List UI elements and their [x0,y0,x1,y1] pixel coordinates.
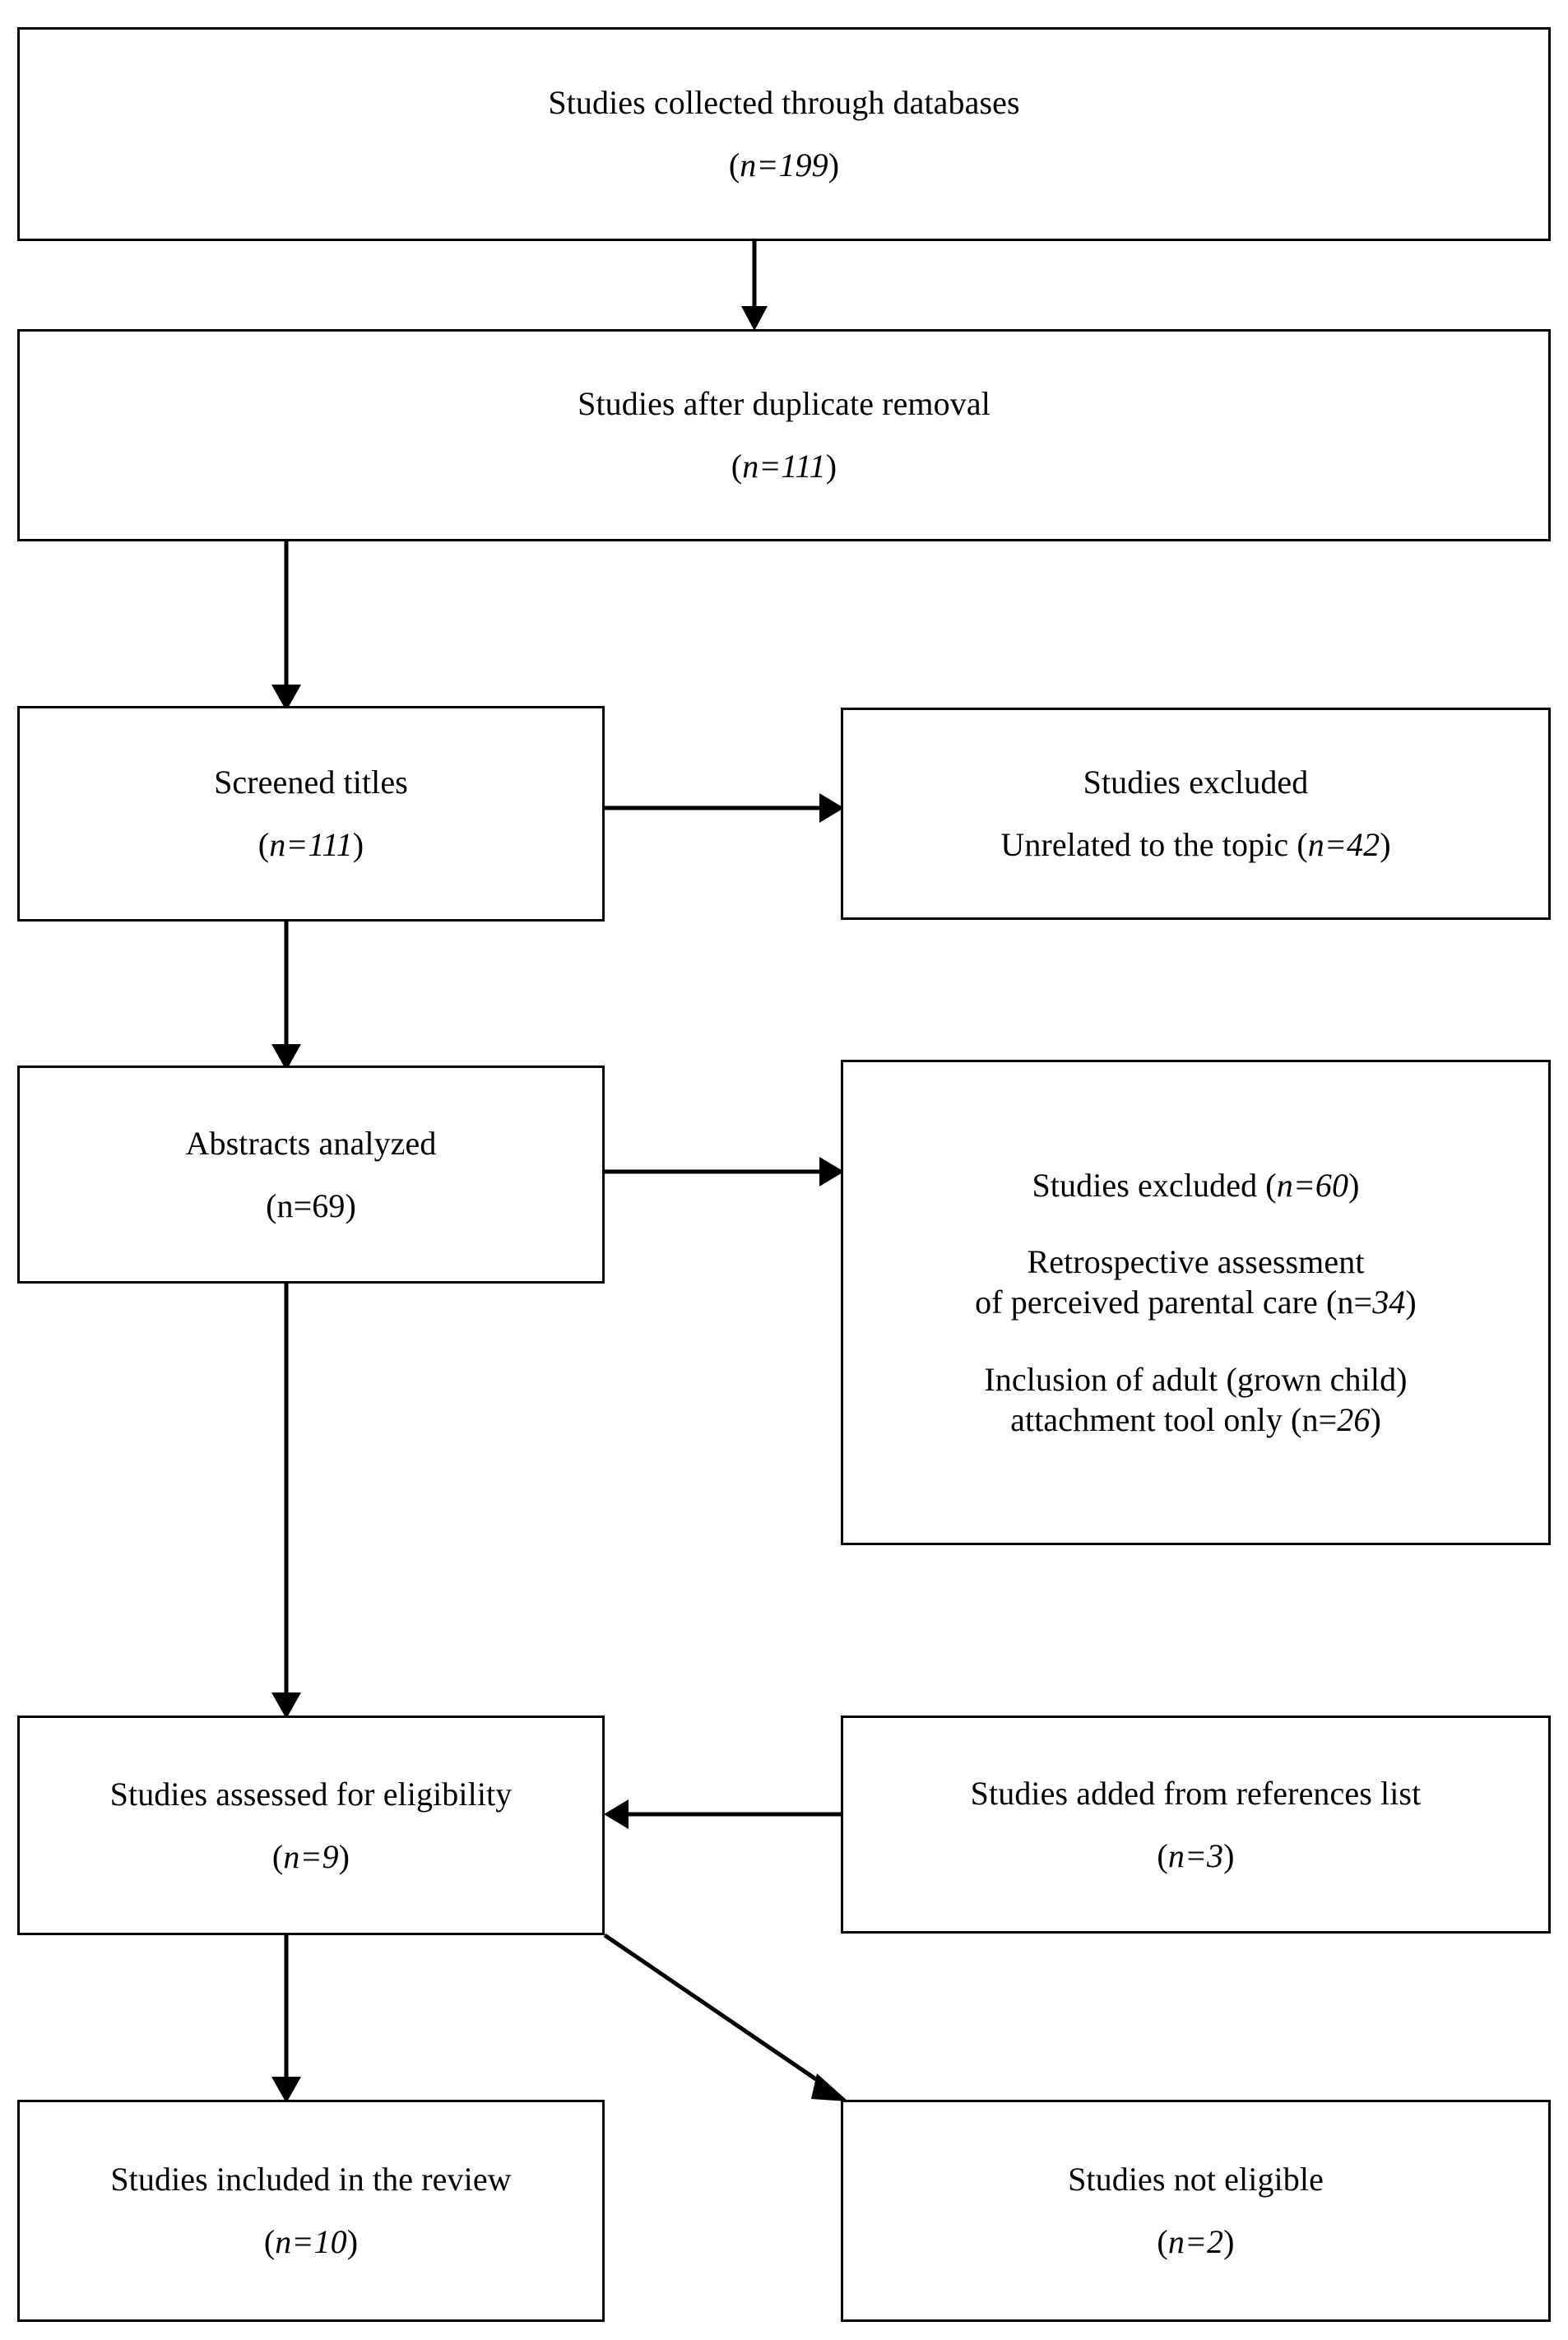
studies-included-title: Studies included in the review [110,2161,512,2198]
arrow-studies-assessed-to-studies-included [271,1935,301,2103]
paren-open: ( [731,448,743,485]
count-value: n=3 [1167,1836,1224,1874]
paren-close: ) [1223,1836,1235,1874]
paren-close: ) [825,448,837,485]
studies-added-title: Studies added from references list [970,1774,1422,1812]
arrow-screened-titles-to-abstracts-analyzed [271,922,301,1070]
studies-included-count: (n=10) [264,2222,358,2261]
paren-open: ( [1157,2223,1168,2261]
paren-close: ) [345,1186,356,1224]
studies-collected-count: (n=199) [729,146,839,184]
count-value: n=111 [269,826,353,864]
exclusion-reason-2-line-1: Inclusion of adult (grown child) [984,1360,1408,1398]
screened-titles-title: Screened titles [214,764,408,801]
box-studies-excluded-abstracts: Studies excluded (n=60) Retrospective as… [841,1060,1551,1545]
paren-close: ) [1348,1166,1360,1204]
reason-text: of perceived parental care (n= [975,1284,1373,1321]
count-value: n=111 [742,448,826,485]
box-abstracts-analyzed: Abstracts analyzed (n=69) [17,1066,605,1284]
arrow-screened-titles-to-studies-excluded [605,793,844,823]
excluded-label: Studies excluded ( [1032,1166,1277,1204]
count-value: n=9 [283,1837,339,1875]
arrow-collected-to-after-duplicates [741,241,768,331]
count-value: n=60 [1276,1166,1349,1204]
paren-close: ) [828,146,840,184]
studies-assessed-count: (n=9) [272,1837,350,1876]
abstracts-analyzed-title: Abstracts analyzed [185,1124,437,1162]
paren-open: ( [257,826,270,864]
studies-collected-title: Studies collected through databases [548,84,1020,122]
studies-excluded-reason: Unrelated to the topic (n=42) [1000,825,1390,864]
box-studies-excluded-unrelated: Studies excluded Unrelated to the topic … [841,708,1551,920]
paren-close: ) [1223,2223,1235,2261]
abstracts-analyzed-count: (n=69) [266,1186,356,1225]
studies-assessed-title: Studies assessed for eligibility [109,1775,513,1813]
count-value: 34 [1372,1284,1406,1321]
count-value: n=199 [740,146,828,184]
box-studies-assessed-for-eligibility: Studies assessed for eligibility (n=9) [17,1716,605,1935]
exclusion-reason-2-line-2: attachment tool only (n=26) [1010,1400,1381,1439]
count-value: n=10 [275,2223,347,2261]
arrow-abstracts-analyzed-to-studies-assessed [271,1284,301,1719]
screened-titles-count: (n=111) [258,825,364,864]
paren-close: ) [1380,826,1391,864]
exclusion-reason-1-line-2: of perceived parental care (n=34) [975,1283,1417,1321]
studies-not-eligible-title: Studies not eligible [1068,2161,1324,2198]
paren-close: ) [1405,1284,1417,1321]
box-studies-collected: Studies collected through databases (n=1… [17,27,1551,241]
arrow-added-references-to-studies-assessed [604,1799,841,1829]
paren-open: ( [271,1837,284,1875]
arrow-abstracts-analyzed-to-studies-excluded [605,1157,844,1186]
paren-close: ) [1370,1401,1381,1439]
arrow-studies-assessed-to-studies-not-eligible [603,1933,848,2101]
count-value: 26 [1337,1401,1371,1439]
paren-open: ( [263,2223,276,2261]
studies-not-eligible-count: (n=2) [1157,2222,1234,2261]
paren-open: ( [728,146,740,184]
paren-open: ( [1157,1836,1168,1874]
box-studies-added-from-references: Studies added from references list (n=3) [841,1716,1551,1934]
box-studies-after-duplicate-removal: Studies after duplicate removal (n=111) [17,329,1551,541]
studies-added-count: (n=3) [1157,1836,1234,1875]
arrow-after-duplicates-to-screened-titles [271,541,301,711]
count-value: 69 [312,1186,346,1224]
paren-close: ) [338,1837,350,1875]
studies-excluded-abstracts-title: Studies excluded (n=60) [1032,1166,1359,1205]
studies-excluded-title: Studies excluded [1083,764,1309,801]
box-studies-not-eligible: Studies not eligible (n=2) [841,2100,1551,2322]
after-duplicates-count: (n=111) [731,447,837,485]
count-value: n=42 [1307,826,1380,864]
paren-close: ) [346,2223,359,2261]
paren-close: ) [352,826,364,864]
paren-open: (n= [266,1186,313,1224]
reason-text: Unrelated to the topic ( [1000,826,1308,864]
exclusion-reason-1-line-1: Retrospective assessment [1027,1242,1365,1280]
box-screened-titles: Screened titles (n=111) [17,706,605,922]
after-duplicates-title: Studies after duplicate removal [578,385,990,423]
count-value: n=2 [1167,2223,1224,2261]
reason-text: attachment tool only (n= [1010,1401,1338,1439]
box-studies-included-in-review: Studies included in the review (n=10) [17,2100,605,2322]
